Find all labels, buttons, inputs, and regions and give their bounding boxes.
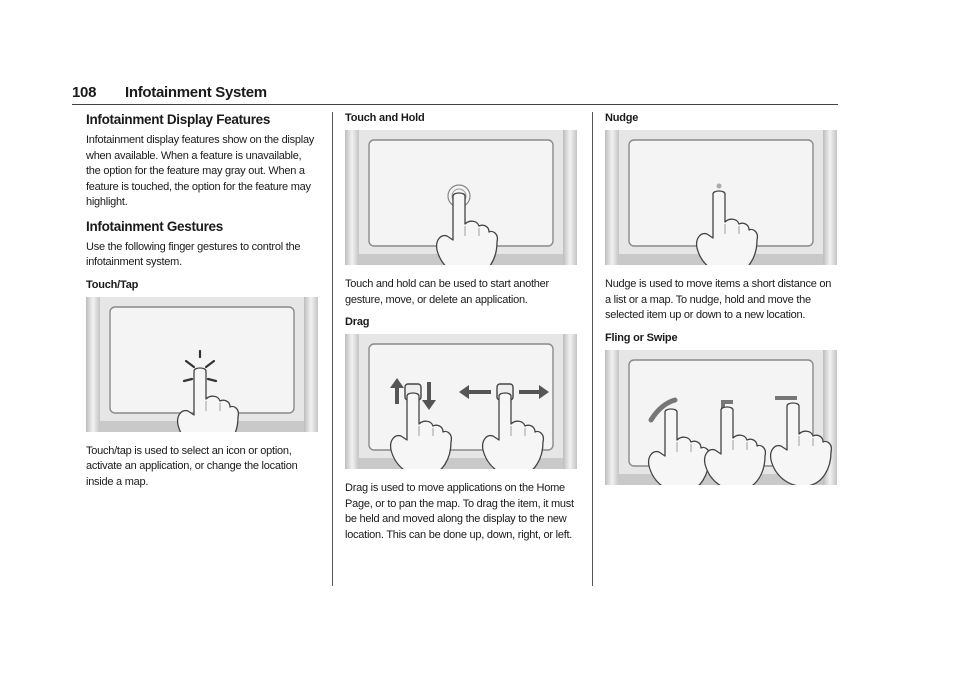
drag-paragraph: Drag is used to move applications on the… <box>345 482 574 541</box>
touch-tap-illustration <box>86 296 318 432</box>
touch-tap-label: Touch/Tap <box>86 278 139 291</box>
fling-swipe-label: Fling or Swipe <box>605 331 678 344</box>
gestures-paragraph: Use the following finger gestures to con… <box>86 240 301 269</box>
header-divider <box>72 104 838 105</box>
heading-display-features: Infotainment Display Features <box>86 112 271 127</box>
column-3: Nudge Nudge is used to move items a shor… <box>605 108 837 497</box>
column-2: Touch and Hold Touch and hold can be use… <box>345 108 577 551</box>
column-divider <box>592 112 593 586</box>
features-paragraph: Infotainment display features show on th… <box>86 134 315 208</box>
column-1: Infotainment Display Features Infotainme… <box>86 108 318 498</box>
touch-hold-label: Touch and Hold <box>345 112 425 124</box>
touch-tap-paragraph: Touch/tap is used to select an icon or o… <box>86 444 298 488</box>
touch-hold-paragraph: Touch and hold can be used to start anot… <box>345 278 549 306</box>
drag-illustration <box>345 334 577 469</box>
heading-gestures: Infotainment Gestures <box>86 218 223 234</box>
drag-label: Drag <box>345 316 370 328</box>
page-header: 108 Infotainment System <box>72 84 838 102</box>
nudge-illustration <box>605 130 837 265</box>
nudge-paragraph: Nudge is used to move items a short dist… <box>605 278 832 321</box>
nudge-label: Nudge <box>605 112 639 124</box>
fling-swipe-illustration <box>605 349 837 485</box>
page-number: 108 <box>72 84 97 101</box>
section-title: Infotainment System <box>125 84 267 101</box>
column-divider <box>332 112 333 586</box>
touch-hold-illustration <box>345 130 577 265</box>
